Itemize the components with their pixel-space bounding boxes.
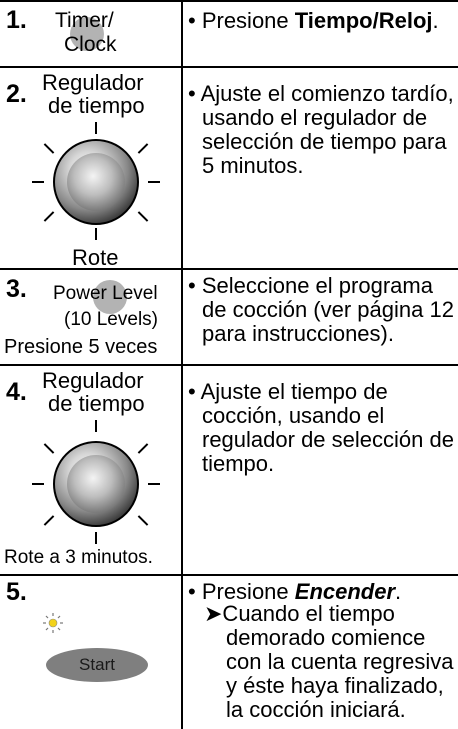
step-instruction: • Ajuste el tiempo de cocción, usando el… bbox=[188, 379, 454, 476]
step-row-4: 4. Regulador de tiempo Rote a 3 minutos.… bbox=[0, 364, 458, 574]
step-instruction: • Presione Tiempo/Reloj. bbox=[188, 8, 439, 33]
step-instruction: • Ajuste el comienzo tardío, usando el r… bbox=[188, 81, 454, 178]
step-instruction: • Presione Encender. bbox=[188, 579, 402, 604]
power-level-button[interactable] bbox=[93, 280, 127, 314]
button-label: Timer/ bbox=[55, 9, 114, 32]
step-number: 2. bbox=[6, 80, 27, 108]
dial-label: de tiempo bbox=[48, 93, 145, 118]
dial-caption: Rote a 3 minutos. bbox=[4, 547, 153, 568]
button-label: Power Level bbox=[53, 283, 158, 304]
dial-caption: Rote bbox=[72, 245, 119, 270]
step-row-3: 3. Power Level (10 Levels) Presione 5 ve… bbox=[0, 268, 458, 364]
step-2-left: 2. Regulador de tiempo Rote bbox=[0, 68, 181, 270]
step-number: 3. bbox=[6, 275, 27, 303]
step-number: 5. bbox=[6, 578, 27, 606]
button-label: (10 Levels) bbox=[64, 309, 158, 330]
dial-knob-icon[interactable] bbox=[0, 68, 181, 270]
step-5-right: • Presione Encender. ➤Cuando el tiempo d… bbox=[186, 576, 454, 729]
step-2-right: • Ajuste el comienzo tardío, usando el r… bbox=[186, 68, 454, 268]
timer-clock-button[interactable] bbox=[70, 17, 104, 51]
step-row-1: 1. Timer/ Clock • Presione Tiempo/Reloj. bbox=[0, 0, 458, 66]
step-sub-note: ➤Cuando el tiempo demorado comience con … bbox=[204, 601, 454, 722]
press-caption: Presione 5 veces bbox=[4, 336, 158, 358]
step-number: 1. bbox=[6, 6, 27, 34]
start-button[interactable]: Start bbox=[46, 648, 148, 682]
step-row-5: 5. Start • Presione Encender. ➤C bbox=[0, 574, 458, 729]
dial-label: Regulador bbox=[42, 70, 144, 95]
dial-label: de tiempo bbox=[48, 391, 145, 416]
step-4-right: • Ajuste el tiempo de cocción, usando el… bbox=[186, 366, 454, 574]
step-instruction: • Seleccione el programa de cocción (ver… bbox=[188, 273, 454, 346]
dial-knob-icon[interactable] bbox=[0, 366, 181, 576]
button-label: Clock bbox=[64, 33, 117, 56]
step-number: 4. bbox=[6, 378, 27, 406]
step-row-2: 2. Regulador de tiempo Rote • Ajuste el … bbox=[0, 66, 458, 270]
step-4-left: 4. Regulador de tiempo Rote a 3 minutos. bbox=[0, 366, 181, 574]
step-1-left: 1. Timer/ Clock bbox=[0, 2, 181, 66]
step-3-left: 3. Power Level (10 Levels) Presione 5 ve… bbox=[0, 270, 181, 364]
dial-label: Regulador bbox=[42, 368, 144, 393]
sun-icon bbox=[43, 613, 63, 633]
step-5-left: 5. Start bbox=[0, 576, 181, 729]
step-1-right: • Presione Tiempo/Reloj. bbox=[186, 2, 454, 66]
step-3-right: • Seleccione el programa de cocción (ver… bbox=[186, 270, 454, 364]
